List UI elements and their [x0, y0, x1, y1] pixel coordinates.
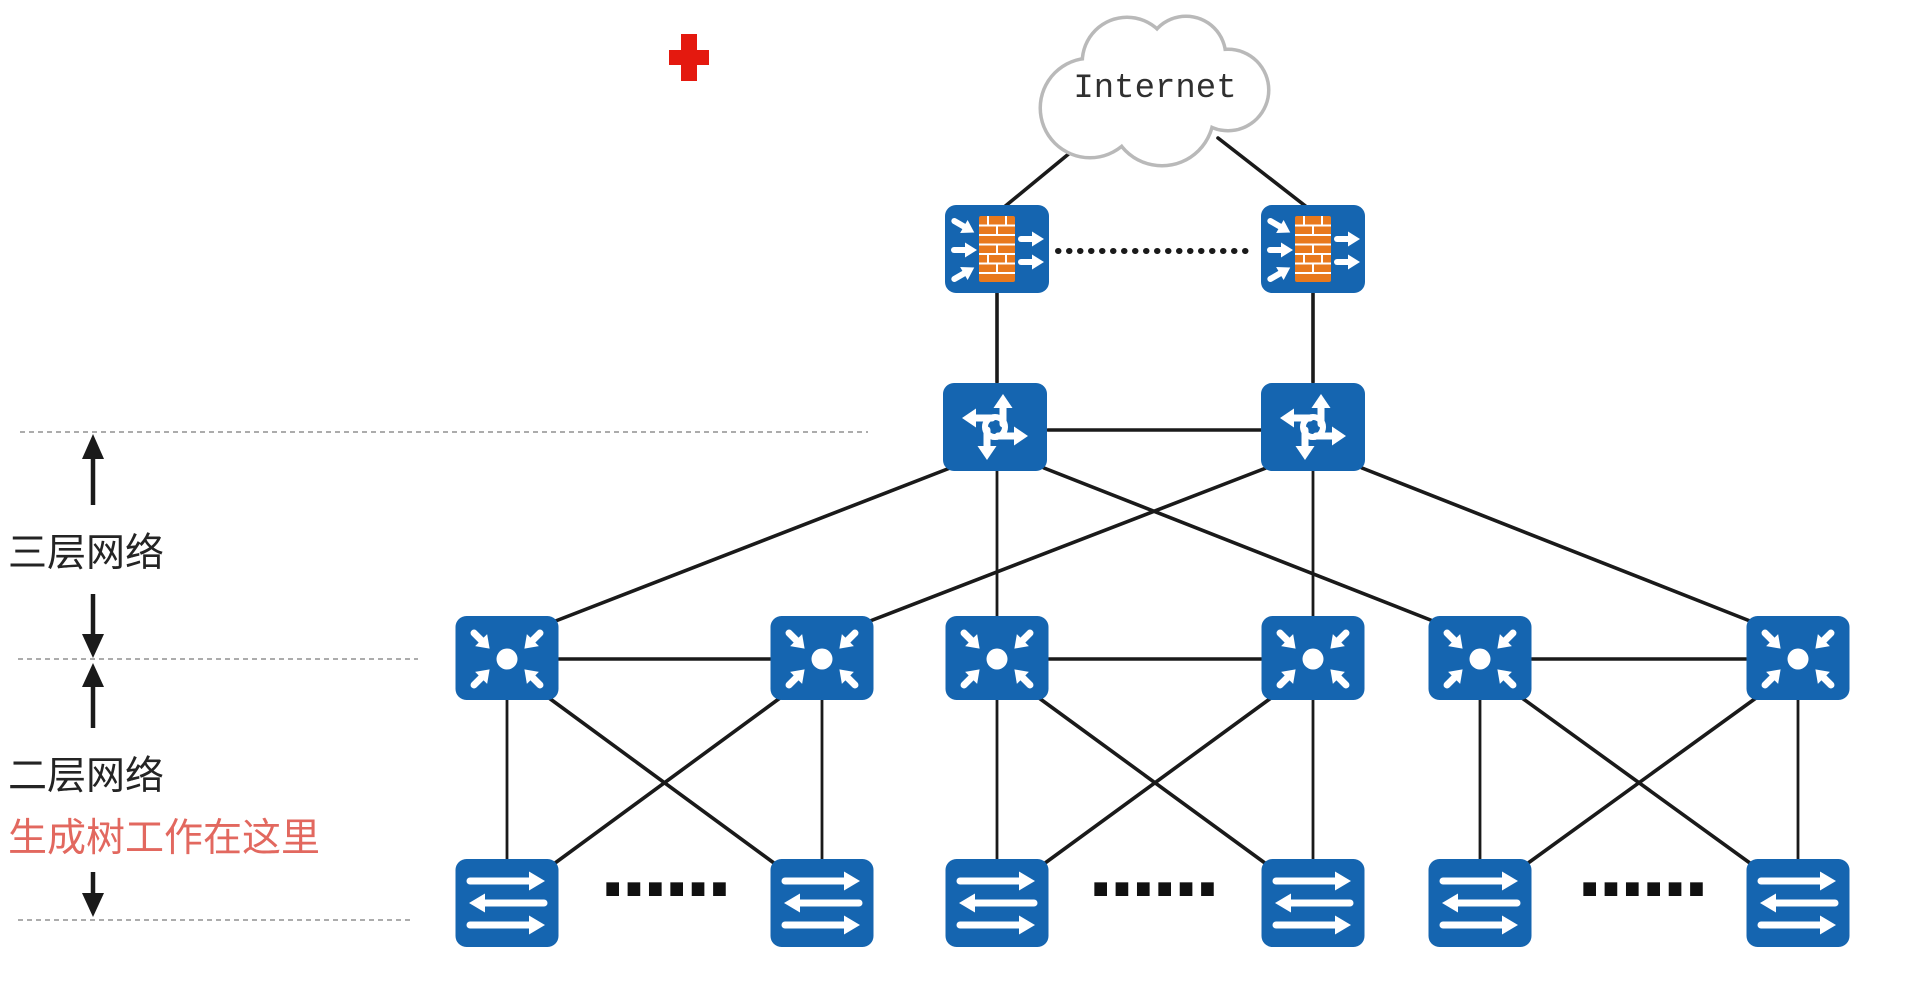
zone-span-arrows	[82, 434, 104, 917]
ellipsis-pod1: ......	[599, 829, 727, 913]
layer2-network-label: 二层网络	[8, 755, 164, 798]
link-agg4-access3	[1039, 696, 1273, 868]
link-agg6-access5	[1522, 696, 1758, 868]
access-switch-1	[456, 859, 559, 947]
link-router1-agg1	[551, 466, 952, 624]
link-agg2-access1	[549, 696, 782, 868]
link-router2-agg6	[1360, 466, 1752, 623]
layer2-up-arrowhead	[82, 663, 104, 687]
access-switch-2	[771, 859, 874, 947]
core-router-2	[1261, 383, 1365, 471]
layer3-up-arrowhead	[82, 434, 104, 459]
links-layer	[505, 136, 1800, 868]
red-plus-marker-icon	[669, 34, 709, 81]
access-switch-4	[1262, 859, 1365, 947]
agg-switch-6	[1747, 616, 1850, 700]
agg-switch-4	[1262, 616, 1365, 700]
ellipsis-pod3: ......	[1576, 829, 1704, 913]
layer2-down-arrowhead	[82, 634, 104, 658]
link-router1-agg5	[1042, 466, 1435, 623]
ellipsis-pod2: ......	[1087, 829, 1215, 913]
agg-switch-3	[946, 616, 1049, 700]
access-switch-5	[1429, 859, 1532, 947]
agg-switch-2	[771, 616, 874, 700]
core-router-1	[943, 383, 1047, 471]
link-router2-agg2	[868, 466, 1268, 623]
bottom-down-arrowhead	[82, 893, 104, 917]
zone-dividers	[18, 431, 868, 921]
layer3-network-label: 三层网络	[8, 532, 164, 575]
access-switch-3	[946, 859, 1049, 947]
agg-switch-1	[456, 616, 559, 700]
firewall-1	[945, 205, 1049, 293]
link-cloud-firewall-2	[1216, 136, 1310, 210]
agg-switch-5	[1429, 616, 1532, 700]
internet-label: Internet	[1073, 70, 1236, 108]
internet-cloud: Internet	[1038, 14, 1271, 168]
firewall-2	[1261, 205, 1365, 293]
spanning-tree-note: 生成树工作在这里	[8, 817, 320, 860]
access-switch-6	[1747, 859, 1850, 947]
